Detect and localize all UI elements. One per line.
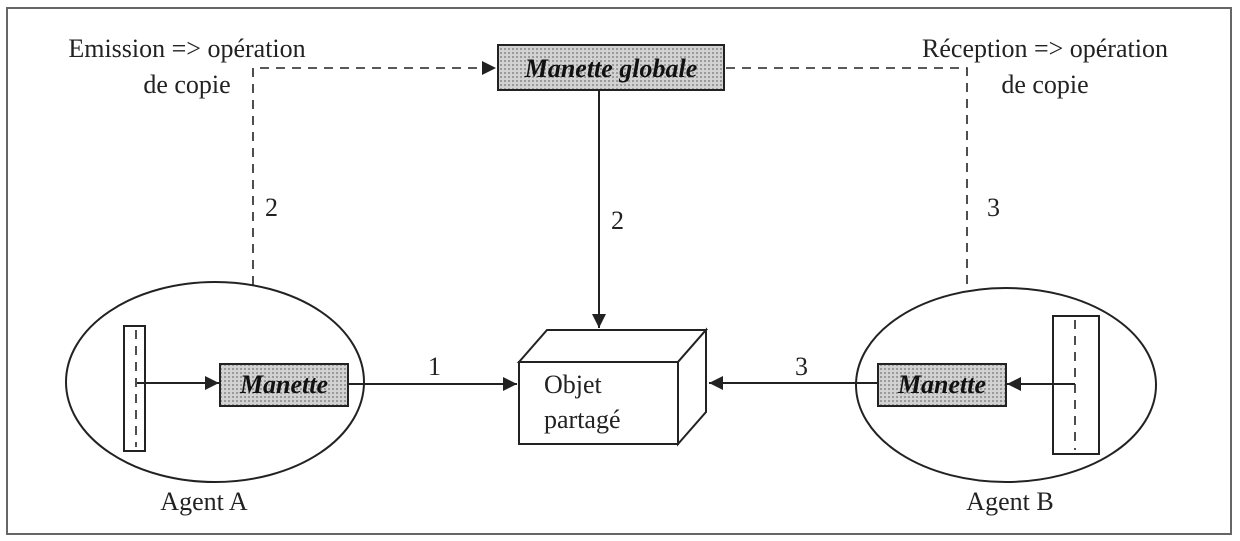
agent-b-caption: Agent B (966, 487, 1053, 516)
step-number-a-copy: 2 (265, 193, 278, 222)
agent-a-handle-box (219, 363, 349, 407)
global-handle-box (497, 44, 725, 91)
reception-label-line2: de copie (1001, 70, 1088, 99)
agent-a-handle-label: Manette (239, 370, 328, 399)
shared-object-top-face (516, 329, 709, 363)
diagram-frame (6, 7, 1232, 535)
reception-copy-path (726, 67, 974, 358)
emission-copy-path (252, 61, 496, 365)
shared-object-label-line1: Objet (544, 370, 603, 399)
global-handle-label: Manette globale (524, 54, 698, 83)
emission-label-line2: de copie (143, 70, 230, 99)
step-number-b-copy: 3 (987, 193, 1000, 222)
reception-label-line1: Réception => opération (922, 34, 1168, 63)
step-number-global: 2 (611, 206, 624, 235)
agent-b-handle-box (877, 363, 1007, 407)
shared-object-label-line2: partagé (544, 405, 621, 434)
step-number-a-handle: 1 (428, 352, 441, 381)
step-number-b-handle: 3 (795, 352, 808, 381)
agent-b-handle-label: Manette (897, 370, 986, 399)
emission-label-line1: Emission => opération (68, 34, 305, 63)
shared-object-front-face (518, 361, 679, 445)
agent-a-caption: Agent A (160, 487, 248, 516)
agent-a-panel (123, 325, 146, 452)
